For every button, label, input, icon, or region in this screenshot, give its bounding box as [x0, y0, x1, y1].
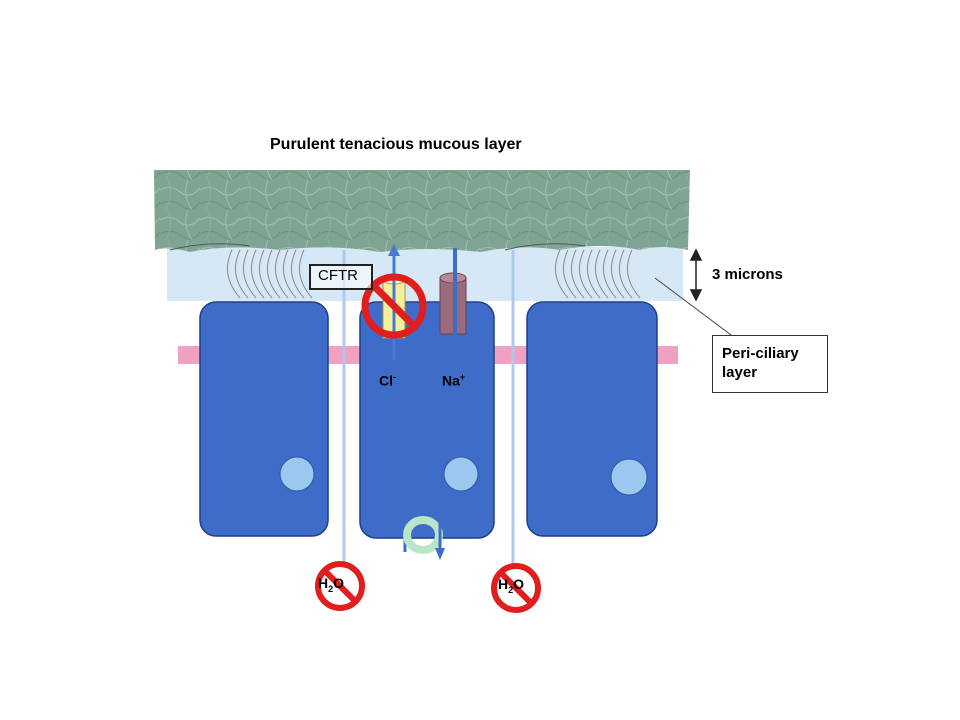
nucleus-right: [610, 458, 648, 496]
periciliary-layer: [167, 247, 683, 301]
sodium-symbol: Na: [442, 372, 460, 389]
mucus-layer: [154, 170, 690, 252]
mucous-layer-title: Purulent tenacious mucous layer: [270, 136, 522, 153]
water-right-subscript: 2: [508, 584, 514, 595]
sodium-charge: +: [459, 372, 466, 382]
water-blocked-right-prohibit-icon: [491, 563, 541, 613]
epithelial-cell-center: [359, 301, 495, 539]
thickness-label: 3 microns: [712, 266, 783, 283]
thickness-arrow: [689, 248, 703, 302]
cilia-left: [169, 243, 313, 299]
cilia-right: [504, 243, 641, 299]
nucleus-left: [279, 456, 315, 492]
epithelial-cell-left: [199, 301, 329, 537]
chloride-charge: -: [393, 372, 396, 382]
nucleus-center: [443, 456, 479, 492]
chloride-ion-label: Cl-: [379, 372, 396, 389]
periciliary-label-line1: Peri-ciliary: [722, 345, 799, 362]
water-left-subscript: 2: [328, 583, 334, 594]
periciliary-pointer-line: [654, 277, 736, 339]
water-blocked-left-prohibit-icon: [315, 561, 365, 611]
water-label-right: H2O: [498, 576, 524, 595]
basolateral-transporter: [400, 508, 445, 560]
cftr-label-box: [309, 264, 373, 290]
chloride-symbol: Cl: [379, 372, 393, 389]
periciliary-label-line2: layer: [722, 364, 758, 381]
sodium-channel: [439, 248, 467, 362]
sodium-ion-label: Na+: [442, 372, 465, 389]
periciliary-label: Peri-ciliary layer: [722, 344, 822, 382]
cftr-blocked-prohibit-icon: [361, 273, 427, 339]
epithelial-cell-right: [526, 301, 658, 537]
periciliary-label-box: [712, 335, 828, 393]
water-left-o: O: [333, 575, 345, 591]
water-left-h: H: [318, 575, 329, 591]
water-right-o: O: [513, 576, 525, 592]
water-label-left: H2O: [318, 575, 344, 594]
cftr-label: CFTR: [318, 267, 358, 284]
water-right-h: H: [498, 576, 509, 592]
